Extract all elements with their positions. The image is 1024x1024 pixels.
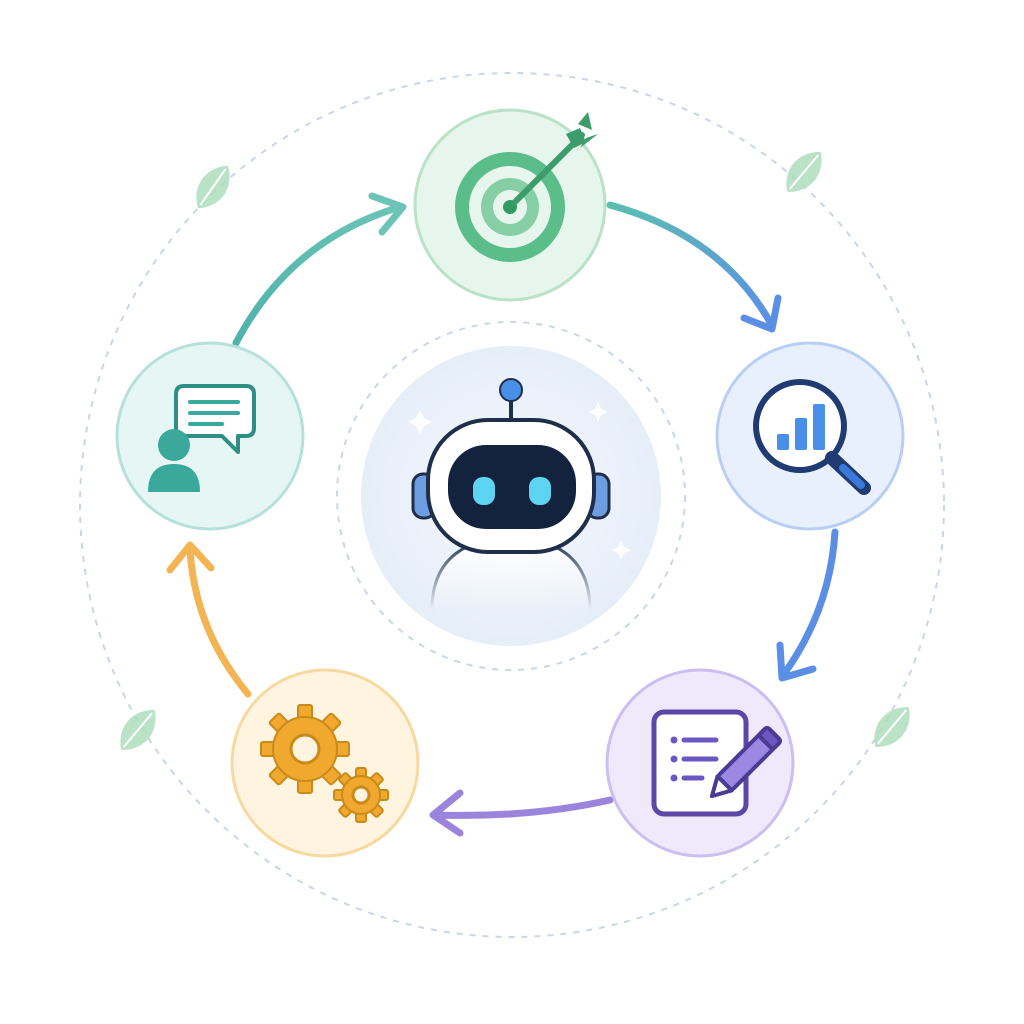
arrow-goal-to-analysis — [606, 201, 782, 333]
person-chat-icon — [148, 384, 256, 492]
arrow-analysis-to-planning — [776, 528, 839, 682]
sparkle-icon — [408, 402, 631, 560]
magnifier-bar-chart-icon — [753, 379, 871, 495]
outer-dashed-ring — [79, 72, 945, 938]
leaf-icon — [786, 152, 822, 192]
arrow-execution-to-feedback — [166, 541, 252, 698]
leaf-icon — [196, 165, 230, 209]
arrow-feedback-to-goal — [232, 192, 407, 347]
stage-goal — [413, 108, 607, 302]
stage-execution — [230, 668, 420, 858]
leaf-icon — [120, 710, 156, 750]
robot-icon — [411, 378, 611, 611]
checklist-pencil-icon — [651, 709, 782, 817]
center-robot-hub — [336, 321, 686, 671]
target-arrow-icon — [455, 112, 598, 262]
arrow-planning-to-execution — [429, 789, 614, 837]
leaf-icon — [874, 707, 910, 747]
stage-planning — [605, 668, 795, 858]
stage-feedback — [115, 341, 305, 531]
gears-icon — [260, 704, 389, 823]
inner-dashed-ring — [336, 321, 686, 671]
stage-analysis — [715, 341, 905, 531]
